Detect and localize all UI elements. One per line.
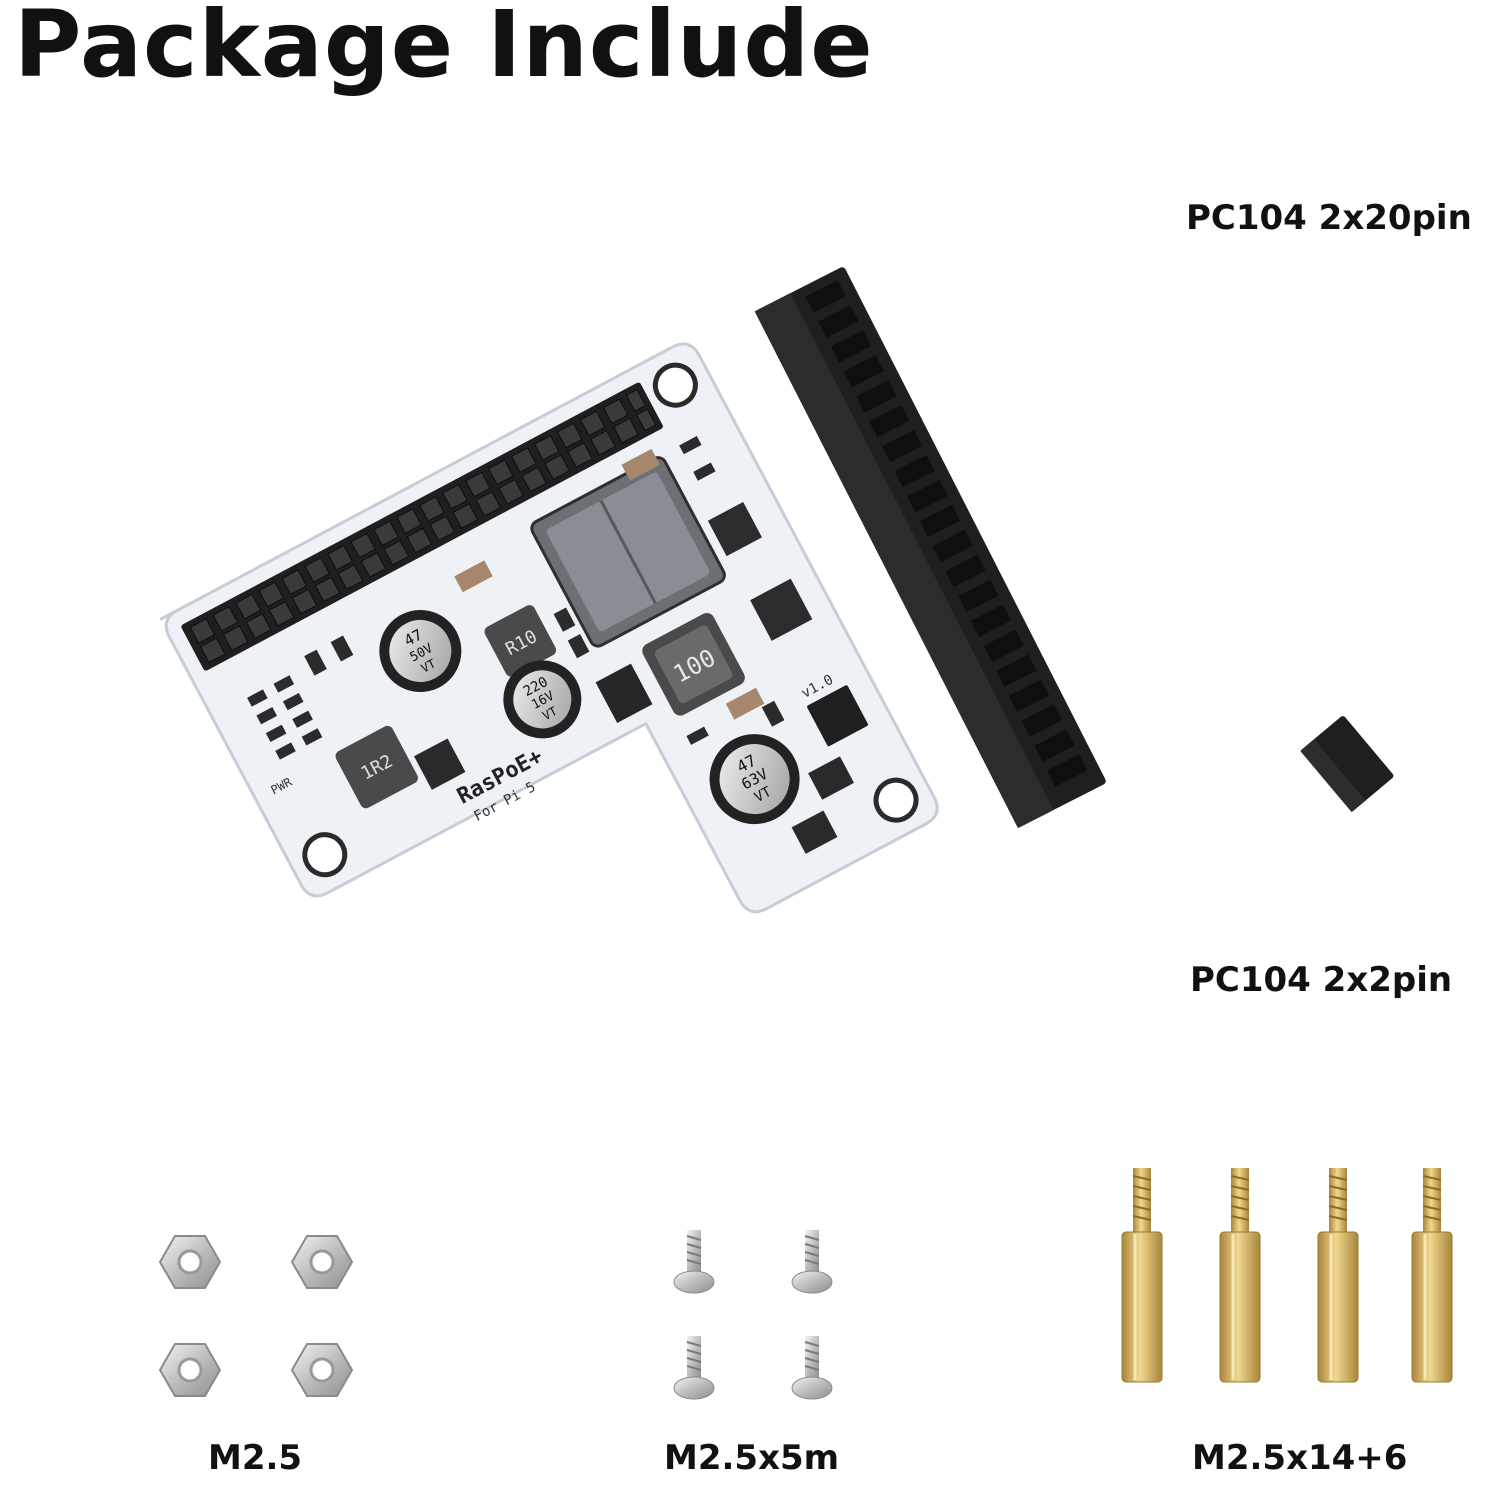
ic-chip-3 bbox=[707, 501, 762, 557]
mount-hole-2 bbox=[652, 362, 698, 408]
pc104-2x20-pins bbox=[850, 232, 1192, 761]
standoff-4 bbox=[1411, 1168, 1453, 1383]
board-header-pins bbox=[189, 389, 657, 664]
ic-chip-1 bbox=[414, 738, 466, 790]
smd-passives bbox=[247, 436, 785, 760]
hex-nut-1 bbox=[158, 1235, 222, 1289]
mount-hole-3 bbox=[873, 777, 919, 823]
screw-1 bbox=[673, 1230, 715, 1294]
cap-220-16v bbox=[503, 660, 582, 739]
screw-3 bbox=[673, 1336, 715, 1400]
inductor-1r2 bbox=[335, 725, 418, 809]
hex-nuts bbox=[158, 1235, 354, 1397]
screw-2 bbox=[791, 1230, 833, 1294]
label-pc104-2x2: PC104 2x2pin bbox=[1190, 960, 1453, 1000]
mosfet-1 bbox=[808, 756, 855, 800]
cap-1-series: VT bbox=[419, 656, 438, 675]
hex-nut-3 bbox=[158, 1343, 222, 1397]
cap-47-50v bbox=[379, 609, 462, 692]
raspoe-board: R10 100 1R2 47 50V VT 220 16V VT 47 63V … bbox=[159, 342, 939, 914]
pc104-2x2-housing bbox=[1301, 716, 1394, 811]
standoff-1 bbox=[1121, 1168, 1163, 1383]
standoff-3 bbox=[1317, 1168, 1359, 1383]
cap-3-series: VT bbox=[752, 784, 775, 806]
ic-chip-4 bbox=[750, 578, 813, 641]
label-standoffs: M2.5x14+6 bbox=[1192, 1438, 1408, 1478]
hex-nut-2 bbox=[290, 1235, 354, 1289]
page-title: Package Include bbox=[14, 0, 874, 98]
pc104-2x20-header bbox=[754, 232, 1192, 829]
standoff-2 bbox=[1219, 1168, 1261, 1383]
hex-nut-4 bbox=[290, 1343, 354, 1397]
smd-cap-brown-1 bbox=[454, 560, 493, 593]
screws bbox=[673, 1230, 833, 1400]
label-screws: M2.5x5m bbox=[664, 1438, 840, 1478]
screw-4 bbox=[791, 1336, 833, 1400]
inductor-r10 bbox=[484, 605, 557, 677]
pc104-2x2-header bbox=[1300, 716, 1449, 881]
smd-cap-brown-3 bbox=[621, 448, 660, 481]
board-small-header bbox=[807, 685, 868, 747]
brass-standoffs bbox=[1121, 1168, 1453, 1383]
mosfet-2 bbox=[791, 810, 838, 854]
mount-hole-1 bbox=[302, 832, 348, 878]
cap-47-63v bbox=[709, 734, 800, 825]
label-nuts: M2.5 bbox=[208, 1438, 303, 1478]
ic-chip-2 bbox=[595, 663, 653, 724]
smd-cap-brown-2 bbox=[725, 687, 765, 720]
cap-2-series: VT bbox=[540, 704, 559, 723]
label-pc104-2x20: PC104 2x20pin bbox=[1186, 198, 1472, 238]
